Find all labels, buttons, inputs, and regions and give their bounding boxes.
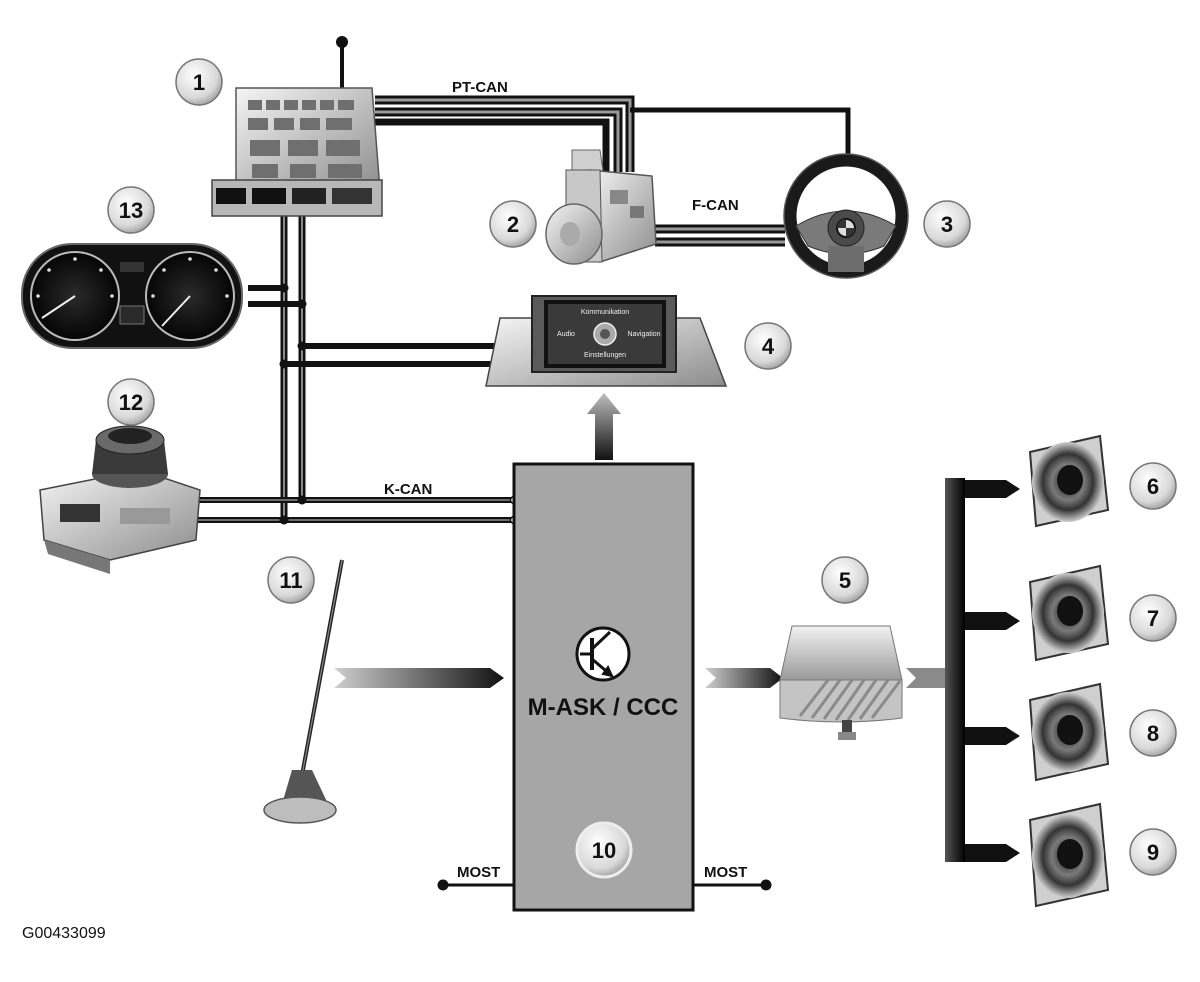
svg-text:4: 4 <box>762 334 775 359</box>
callout-8: 8 <box>1129 709 1177 757</box>
callout-5: 5 <box>821 556 869 604</box>
svg-text:12: 12 <box>119 390 143 415</box>
screen-menu-bottom: Einstellungen <box>584 352 626 359</box>
callout-4: 4 <box>744 322 792 370</box>
callout-6: 6 <box>1129 462 1177 510</box>
svg-text:5: 5 <box>839 568 851 593</box>
svg-text:6: 6 <box>1147 474 1159 499</box>
screen-menu-left: Audio <box>557 331 575 338</box>
dsc-module <box>545 149 657 265</box>
most-right-terminal <box>760 879 772 891</box>
controller-module <box>39 425 201 574</box>
svg-text:7: 7 <box>1147 606 1159 631</box>
speaker-6 <box>1028 434 1110 528</box>
f-can-label: F-CAN <box>692 197 739 214</box>
main-unit-label: M-ASK / CCC <box>528 694 679 721</box>
pt-can-bus <box>375 95 851 172</box>
svg-text:3: 3 <box>941 212 953 237</box>
speaker-7 <box>1028 564 1110 662</box>
callout-7: 7 <box>1129 594 1177 642</box>
amplifier-input-arrow <box>705 668 783 688</box>
svg-text:13: 13 <box>119 198 143 223</box>
callout-2: 2 <box>489 200 537 248</box>
pt-can-label: PT-CAN <box>452 79 508 96</box>
junction-box-module <box>211 36 383 217</box>
most-left-terminal <box>437 879 449 891</box>
bus-junction-dots <box>279 283 307 525</box>
central-display: Kommunikation Audio Navigation Einstellu… <box>485 295 728 387</box>
svg-text:8: 8 <box>1147 721 1159 746</box>
most-left-label: MOST <box>457 864 500 881</box>
svg-text:10: 10 <box>592 838 616 863</box>
callout-3: 3 <box>923 200 971 248</box>
antenna-signal-arrow <box>334 668 504 688</box>
svg-text:11: 11 <box>279 568 302 593</box>
callout-11: 11 <box>267 556 315 604</box>
screen-menu-top: Kommunikation <box>581 309 629 316</box>
callout-1: 1 <box>175 58 223 106</box>
antenna <box>263 559 344 824</box>
speaker-branch <box>906 478 1020 862</box>
svg-text:2: 2 <box>507 212 519 237</box>
callout-10: 10 <box>575 821 633 879</box>
callout-12: 12 <box>107 378 155 426</box>
svg-text:1: 1 <box>193 70 205 95</box>
callout-13: 13 <box>107 186 155 234</box>
reference-code: G00433099 <box>22 925 106 942</box>
speaker-9 <box>1028 802 1110 908</box>
display-signal-arrow <box>587 393 621 460</box>
steering-wheel <box>783 153 909 279</box>
k-can-bus <box>198 210 514 523</box>
instrument-cluster <box>21 243 243 349</box>
amplifier <box>779 625 903 740</box>
k-can-label: K-CAN <box>384 481 432 498</box>
most-right-label: MOST <box>704 864 747 881</box>
f-can-bus <box>655 224 785 247</box>
speaker-8 <box>1028 682 1110 782</box>
screen-menu-right: Navigation <box>627 331 660 338</box>
transistor-icon <box>575 626 631 682</box>
callout-9: 9 <box>1129 828 1177 876</box>
svg-text:9: 9 <box>1147 840 1159 865</box>
